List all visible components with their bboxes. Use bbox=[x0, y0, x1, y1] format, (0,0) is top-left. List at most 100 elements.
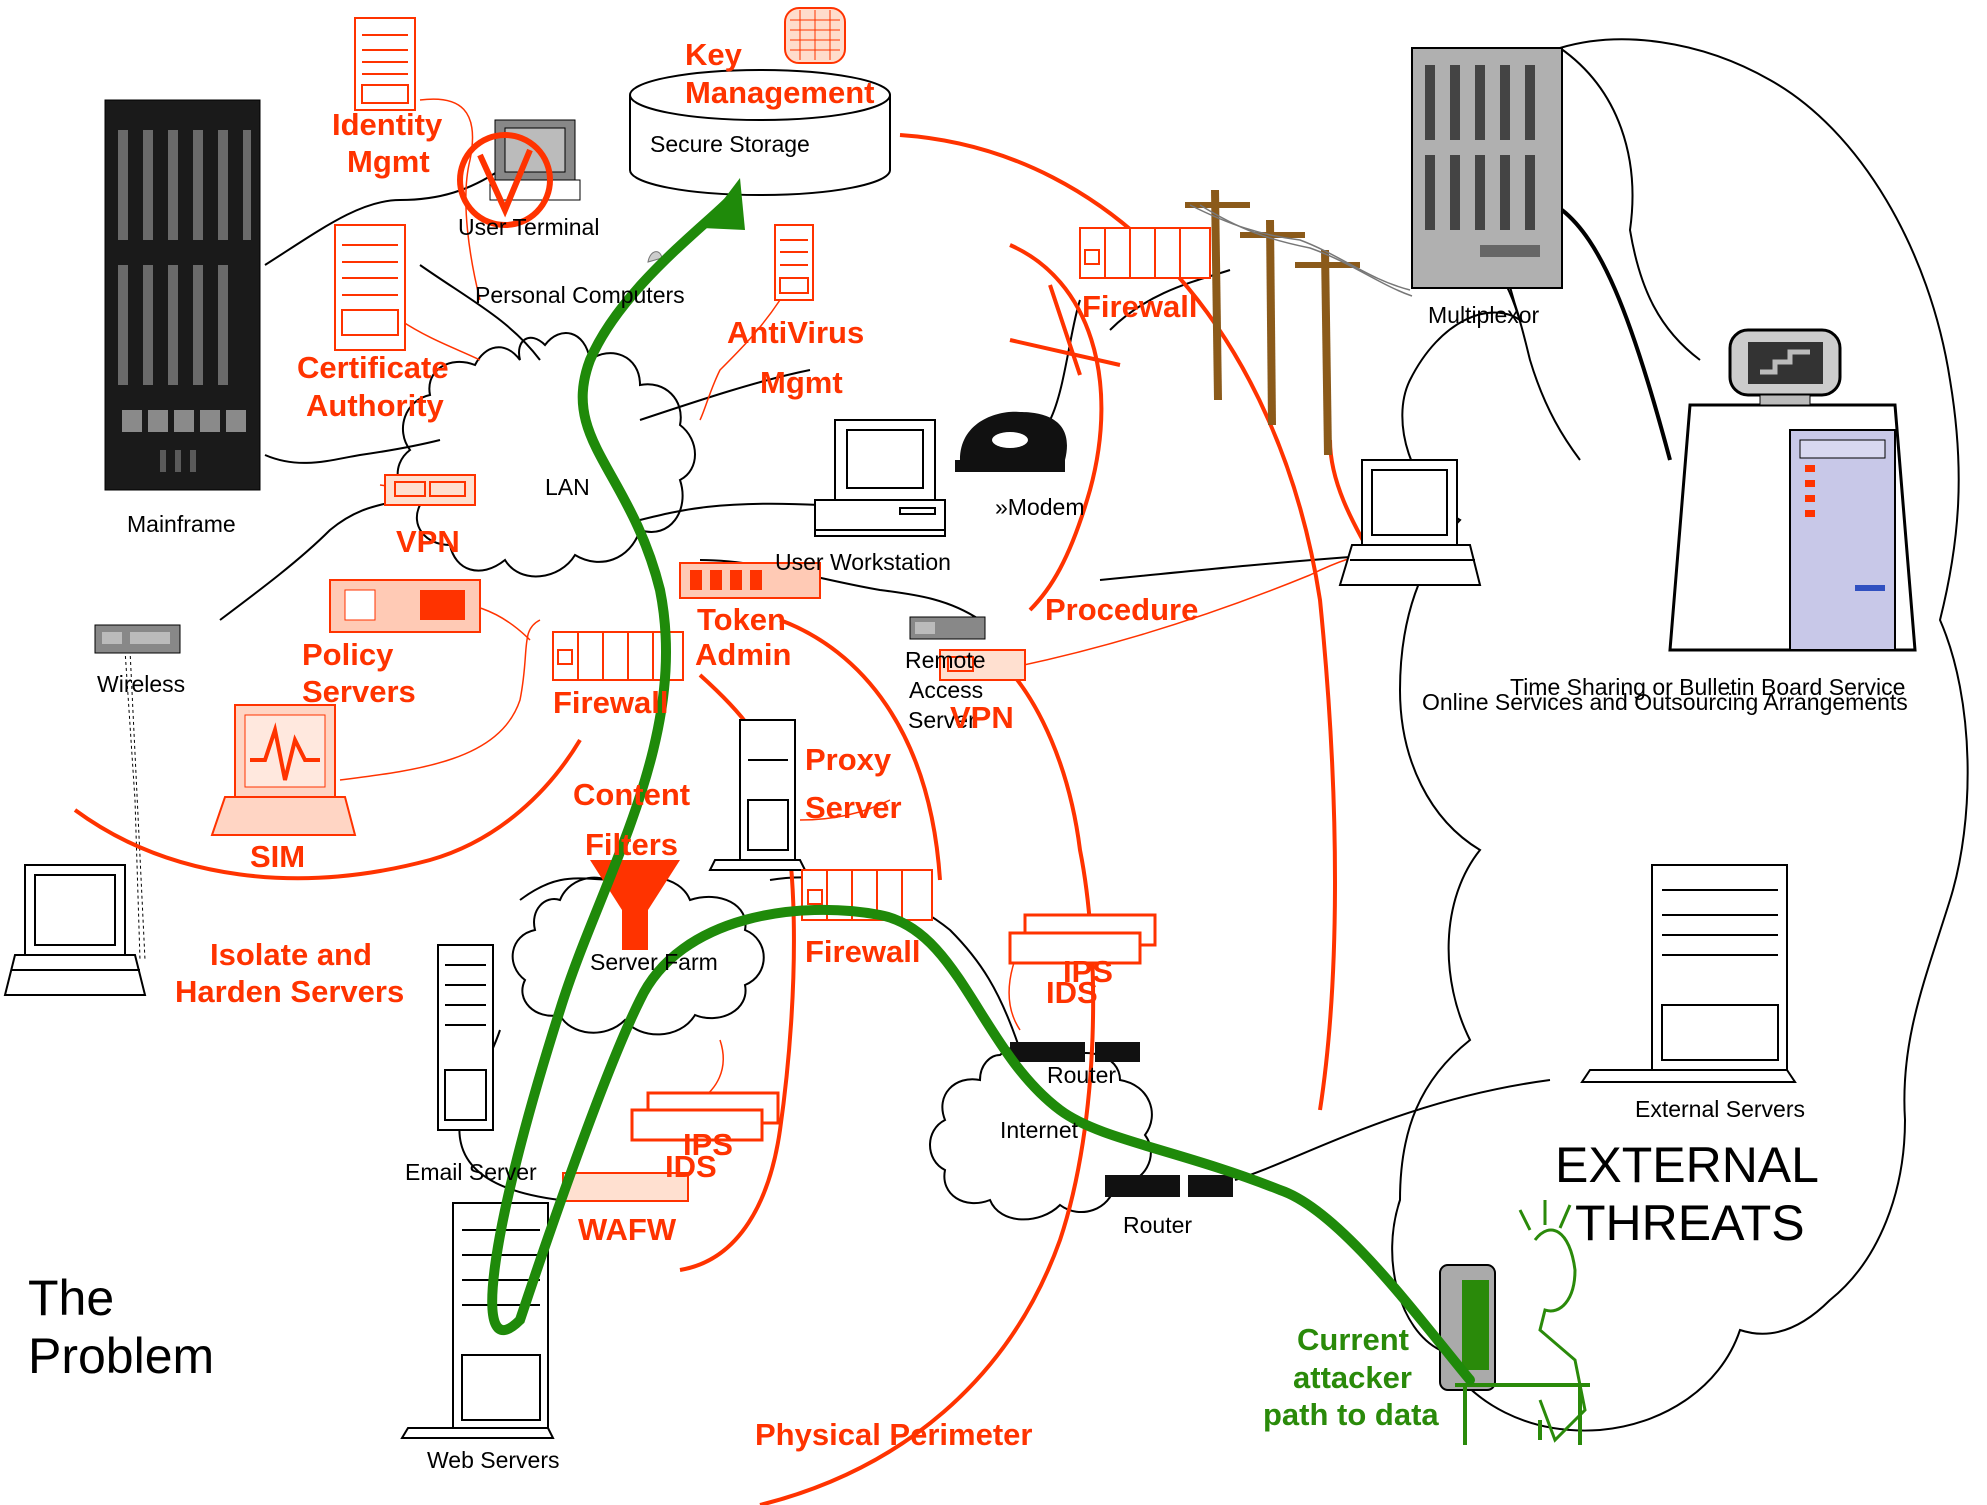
wireless-label: Wireless bbox=[97, 671, 185, 697]
time-sharing-terminal-icon bbox=[1668, 328, 1917, 652]
certificate-authority-label-2: Authority bbox=[306, 388, 445, 423]
remote-access-label-3: Server bbox=[908, 707, 976, 733]
external-cloud-inner-lobe bbox=[1559, 47, 1701, 361]
router-bottom-label: Router bbox=[1123, 1212, 1192, 1238]
external-threats-label-2: THREATS bbox=[1575, 1195, 1805, 1251]
certificate-authority-server-icon bbox=[334, 224, 406, 351]
lan-label: LAN bbox=[545, 474, 590, 500]
internet-cloud bbox=[929, 1043, 1153, 1221]
wafw-label: WAFW bbox=[578, 1212, 677, 1247]
telephone-wires bbox=[1189, 204, 1413, 297]
email-server-icon bbox=[437, 944, 494, 1131]
blocked-modem-mark bbox=[1009, 284, 1121, 376]
lan-cloud bbox=[396, 332, 696, 578]
user-terminal-icon bbox=[489, 119, 581, 201]
key-management-icon bbox=[784, 7, 846, 64]
web-servers-label: Web Servers bbox=[427, 1447, 560, 1473]
router-top-label: Router bbox=[1047, 1062, 1116, 1088]
key-management-label-2: Management bbox=[685, 75, 874, 110]
telephone-poles bbox=[1185, 189, 1360, 456]
certificate-authority-label-1: Certificate bbox=[297, 350, 449, 385]
policy-servers-label-1: Policy bbox=[302, 637, 394, 672]
attacker-path-arrowhead bbox=[702, 178, 745, 230]
antivirus-mgmt-server-icon bbox=[774, 224, 814, 301]
sim-label: SIM bbox=[250, 839, 305, 874]
identity-mgmt-label-1: Identity bbox=[332, 107, 443, 142]
proxy-server-label-1: Proxy bbox=[805, 742, 892, 777]
content-filters-label-2: Filters bbox=[585, 827, 678, 862]
user-workstation-label: User Workstation bbox=[775, 549, 951, 575]
network-connections bbox=[219, 169, 1581, 1201]
secure-storage-label: Secure Storage bbox=[650, 131, 810, 157]
router-top-icon bbox=[1010, 1042, 1140, 1062]
firewall-top-label: Firewall bbox=[1082, 289, 1197, 324]
the-problem-label-2: Problem bbox=[28, 1328, 214, 1384]
ids-left-label: IDS bbox=[665, 1149, 717, 1184]
ids-right-label: IDS bbox=[1046, 975, 1098, 1010]
modem-label: »Modem bbox=[995, 494, 1084, 520]
external-servers-icon bbox=[1580, 864, 1797, 1083]
internet-label: Internet bbox=[1000, 1117, 1079, 1143]
mainframe-label: Mainframe bbox=[127, 511, 236, 537]
external-threats-label-1: EXTERNAL bbox=[1555, 1137, 1819, 1193]
remote-access-server-icon bbox=[909, 616, 986, 640]
online-services-label: Online Services and Outsourcing Arrangem… bbox=[1422, 689, 1908, 715]
personal-computers-label: Personal Computers bbox=[475, 282, 685, 308]
remote-laptop-icon bbox=[3, 864, 147, 996]
mainframe-icon bbox=[104, 99, 261, 491]
external-threats-cloud bbox=[1391, 38, 1969, 1432]
identity-mgmt-server-icon bbox=[354, 17, 416, 111]
multiplexor-label: Multiplexor bbox=[1428, 302, 1540, 328]
key-management-label-1: Key bbox=[685, 37, 743, 72]
no-symbol-icon bbox=[457, 132, 553, 228]
ips-left-label: IPS bbox=[683, 1127, 733, 1162]
multiplexor-cable bbox=[1560, 208, 1672, 461]
identity-mgmt-label-2: Mgmt bbox=[347, 144, 430, 179]
sim-console-icon bbox=[210, 704, 357, 836]
procedure-label: Procedure bbox=[1045, 592, 1198, 627]
proxy-server-label-2: Server bbox=[805, 790, 902, 825]
email-server-label: Email Server bbox=[405, 1159, 537, 1185]
user-workstation-icon bbox=[814, 419, 946, 537]
ips-right-label: IPS bbox=[1063, 954, 1113, 989]
web-server-icon bbox=[400, 1202, 555, 1439]
modem-telephone-icon bbox=[955, 411, 1067, 472]
antivirus-mgmt-label-1: AntiVirus bbox=[727, 315, 864, 350]
server-farm-cloud bbox=[511, 876, 765, 1036]
secure-storage-cylinder bbox=[629, 69, 891, 196]
the-problem-label-1: The bbox=[28, 1270, 114, 1326]
time-sharing-label: Time Sharing or Bulletin Board Service bbox=[1510, 674, 1905, 700]
current-attacker-label-1: Current bbox=[1297, 1322, 1409, 1357]
proxy-server-icon bbox=[708, 719, 807, 871]
wireless-access-point-icon bbox=[94, 624, 181, 654]
token-admin-label-1: Token bbox=[697, 602, 786, 637]
token-admin-device-icon bbox=[679, 562, 821, 599]
antivirus-mgmt-label-2: Mgmt bbox=[760, 365, 843, 400]
wafw-device-icon bbox=[562, 1172, 689, 1202]
multiplexor-icon bbox=[1411, 47, 1563, 289]
firewall-mid-label: Firewall bbox=[553, 685, 668, 720]
vpn-left-device-icon bbox=[384, 474, 476, 506]
current-attacker-label-3: path to data bbox=[1263, 1397, 1439, 1432]
wireless-link bbox=[124, 649, 141, 961]
vpn-right-device-icon bbox=[939, 649, 1026, 681]
ips-ids-left-device-icon bbox=[630, 1091, 780, 1142]
router-bottom-icon bbox=[1105, 1175, 1233, 1197]
perimeter-arcs bbox=[73, 133, 1382, 1505]
remote-access-label-2: Access bbox=[909, 677, 983, 703]
physical-perimeter-label: Physical Perimeter bbox=[755, 1417, 1032, 1452]
policy-server-icon bbox=[329, 579, 481, 633]
attacker-figure-icon bbox=[1439, 1200, 1590, 1445]
attacker-path-line bbox=[487, 195, 1475, 1385]
firewall-top-icon bbox=[1079, 227, 1211, 279]
remote-access-label-1: Remote bbox=[905, 647, 986, 673]
content-filters-label-1: Content bbox=[573, 777, 690, 812]
isolate-harden-label-1: Isolate and bbox=[210, 937, 372, 972]
current-attacker-label-2: attacker bbox=[1293, 1360, 1412, 1395]
vpn-right-label: VPN bbox=[950, 700, 1014, 735]
firewall-low-label: Firewall bbox=[805, 934, 920, 969]
personal-laptop-icon bbox=[1338, 459, 1482, 586]
token-admin-label-2: Admin bbox=[695, 637, 791, 672]
